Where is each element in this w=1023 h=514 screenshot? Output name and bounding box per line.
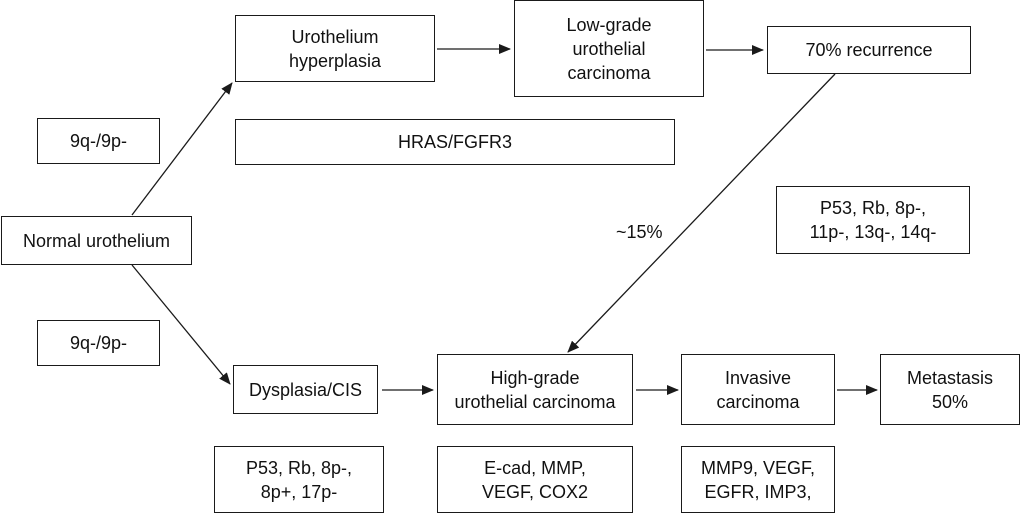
node-invasive-carcinoma: Invasive carcinoma — [681, 354, 835, 425]
node-metastasis: Metastasis 50% — [880, 354, 1020, 425]
marker-ecad-mmp: E-cad, MMP, VEGF, COX2 — [437, 446, 633, 513]
node-urothelium-hyperplasia: Urothelium hyperplasia — [235, 15, 435, 82]
node-recurrence: 70% recurrence — [767, 26, 971, 74]
arrow-normal-to-hyperplasia — [131, 82, 233, 216]
node-low-grade-carcinoma: Low-grade urothelial carcinoma — [514, 0, 704, 97]
node-high-grade-carcinoma: High-grade urothelial carcinoma — [437, 354, 633, 425]
marker-mmp9-vegf: MMP9, VEGF, EGFR, IMP3, — [681, 446, 835, 513]
arrow-recurrence-to-highgrade — [567, 73, 836, 353]
arrow-normal-to-dysplasia — [131, 264, 231, 385]
node-dysplasia-cis: Dysplasia/CIS — [233, 365, 378, 414]
marker-p53-bottom: P53, Rb, 8p-, 8p+, 17p- — [214, 446, 384, 513]
marker-9q-9p-lower: 9q-/9p- — [37, 320, 160, 366]
marker-hras-fgfr3: HRAS/FGFR3 — [235, 119, 675, 165]
marker-p53-right: P53, Rb, 8p-, 11p-, 13q-, 14q- — [776, 186, 970, 254]
progression-percentage-label: ~15% — [616, 222, 663, 242]
node-normal-urothelium: Normal urothelium — [1, 216, 192, 265]
marker-9q-9p-upper: 9q-/9p- — [37, 118, 160, 164]
